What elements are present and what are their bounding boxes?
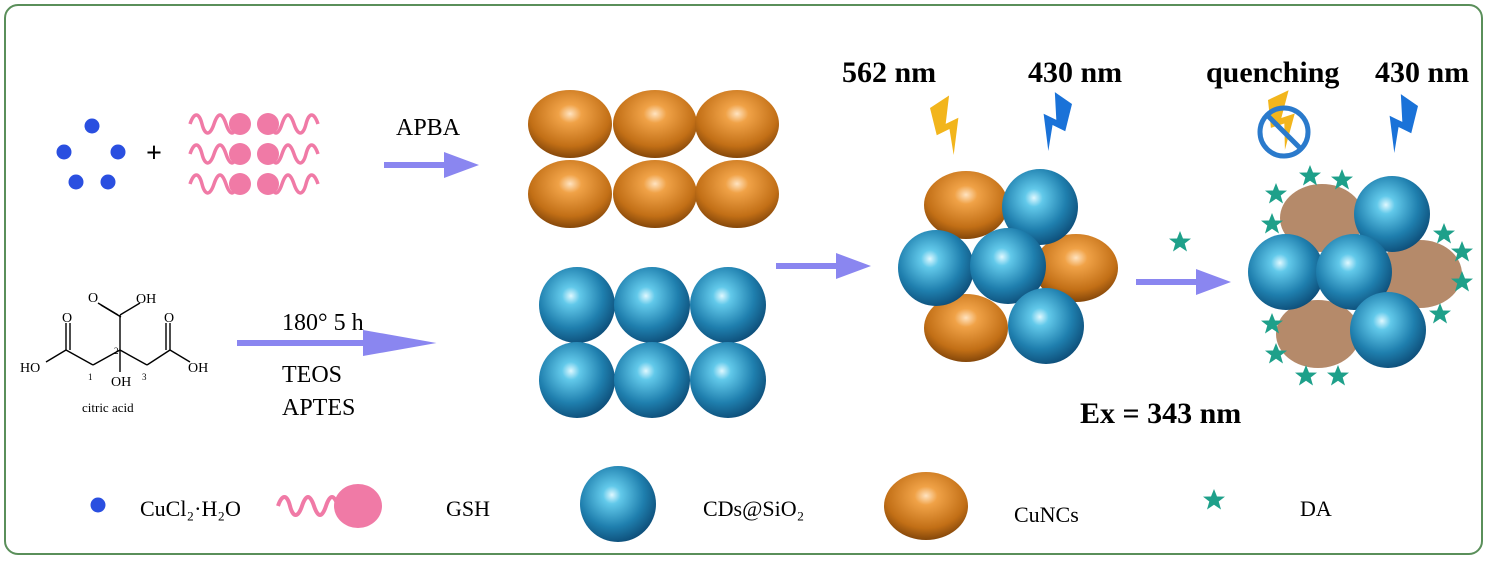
cds-grid	[539, 267, 766, 418]
copper-salt-dots	[56, 118, 126, 190]
citric-left-ho: HO	[20, 361, 40, 376]
citric-num-1: 1	[88, 372, 93, 382]
emission-562-label: 562 nm	[842, 56, 936, 89]
apba-arrow	[384, 152, 479, 178]
cuncs-grid	[528, 90, 779, 228]
citric-right-oh: OH	[188, 361, 208, 376]
copper-dot	[56, 144, 72, 160]
copper-dot	[68, 174, 84, 190]
excitation-label: Ex = 343 nm	[1080, 397, 1241, 430]
citric-acid-structure	[45, 302, 191, 372]
copper-dot	[110, 144, 126, 160]
no-sign-icon	[1257, 105, 1311, 159]
legend-cuncs-label: CuNCs	[1014, 502, 1079, 527]
citric-right-o: O	[164, 311, 174, 326]
yellow-lightning-icon	[926, 94, 969, 159]
legend-copper-dot	[90, 497, 106, 513]
sensing-cluster	[1248, 176, 1462, 368]
citric-top-oh: OH	[136, 292, 156, 307]
mixing-arrow	[776, 253, 871, 279]
quenching-label: quenching	[1206, 56, 1339, 89]
gsh-ligands	[188, 113, 320, 195]
apba-label: APBA	[396, 115, 461, 141]
citric-num-3: 3	[142, 372, 147, 382]
sensing-blue-lightning-icon	[1379, 92, 1422, 157]
probe-cluster	[898, 169, 1118, 364]
legend-cuncs-icon	[884, 472, 968, 540]
citric-top-o: O	[88, 291, 98, 306]
legend-da-star-icon	[1203, 489, 1225, 510]
legend-cds-label: CDs@SiO₂	[703, 496, 804, 521]
teos-label: TEOS	[282, 362, 342, 388]
legend-copper-salt-label: CuCl₂·H₂O	[140, 496, 241, 521]
legend: CuCl₂·H₂O GSH CDs@SiO₂ CuNCs DA	[90, 466, 1332, 542]
da-addition-star-icon	[1169, 231, 1191, 252]
copper-dot	[100, 174, 116, 190]
legend-gsh-icon	[276, 484, 382, 528]
legend-gsh-label: GSH	[446, 496, 490, 521]
citric-left-o: O	[62, 311, 72, 326]
scheme-frame	[4, 4, 1483, 555]
citric-acid-label: citric acid	[82, 400, 134, 415]
blue-lightning-icon	[1033, 90, 1076, 155]
legend-cds-icon	[580, 466, 656, 542]
sensing-arrow	[1136, 269, 1231, 295]
copper-dot	[84, 118, 100, 134]
citric-center-oh: OH	[111, 375, 131, 390]
emission-430-label: 430 nm	[1028, 56, 1122, 89]
citric-num-2: 2	[114, 346, 119, 356]
aptes-label: APTES	[282, 395, 355, 421]
condition-label: 180° 5 h	[282, 310, 364, 336]
plus-sign: +	[146, 138, 162, 169]
legend-da-label: DA	[1300, 496, 1332, 521]
sensing-emission-430-label: 430 nm	[1375, 56, 1469, 89]
